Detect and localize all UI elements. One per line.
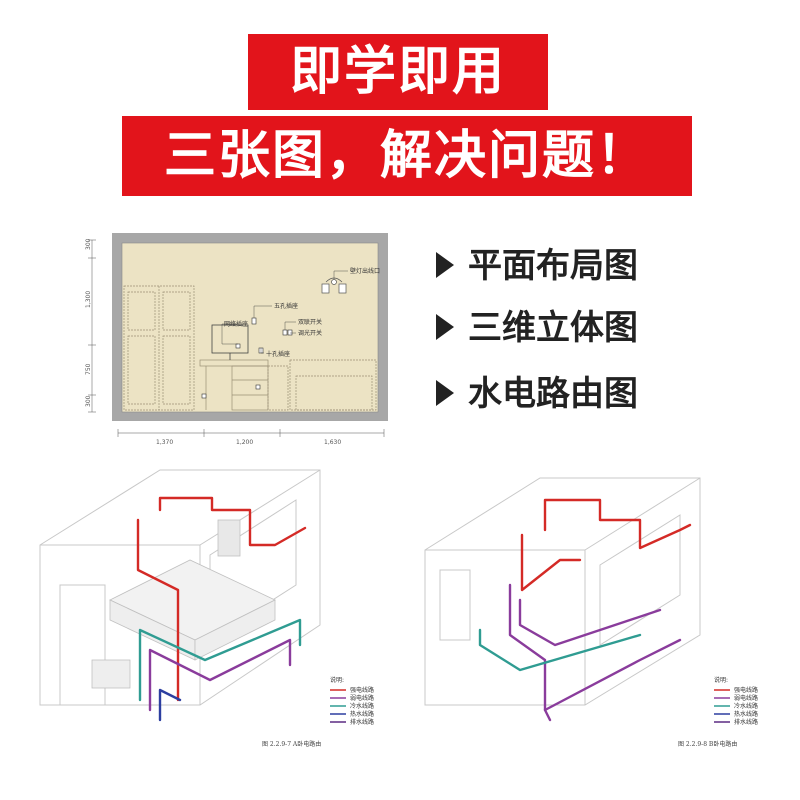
isometric-diagram-a: 说明: 强电线路 弱电线路 冷水线路 热水线路 排水线路 图 2.2.9-7 A… xyxy=(39,469,374,748)
furniture-a xyxy=(91,519,276,689)
route-hot-a xyxy=(148,638,292,712)
vdim-4: 300 xyxy=(85,395,92,407)
route-hot-b xyxy=(508,583,552,722)
route-power-b xyxy=(543,498,692,550)
routing-lines-b xyxy=(478,498,692,722)
bullet-label: 平面布局图 xyxy=(468,246,638,286)
room-outline-b xyxy=(424,477,701,706)
horizontal-dimension xyxy=(117,429,385,437)
title-banner-2: 三张图，解决问题！ xyxy=(122,116,692,196)
hdim-2: 1,200 xyxy=(236,439,253,446)
triangle-right-icon xyxy=(436,313,454,340)
label-ten-hole: 十孔插座 xyxy=(266,350,290,358)
legend-b-title: 说明: xyxy=(714,676,728,684)
legend-b: 说明: 强电线路 弱电线路 冷水线路 热水线路 排水线路 xyxy=(714,676,758,726)
wall-surface xyxy=(121,242,379,413)
triangle-right-icon xyxy=(436,251,454,278)
hdim-1: 1,370 xyxy=(156,439,173,446)
title-banner-1: 即学即用 xyxy=(248,34,548,110)
bullet-label: 水电路由图 xyxy=(468,374,638,414)
ceiling-slab xyxy=(112,233,388,243)
vdim-3: 750 xyxy=(85,363,92,375)
bullet-item-routing: 水电路由图 xyxy=(436,372,638,416)
route-power-a xyxy=(158,496,307,547)
legend-a-item: 弱电线路 xyxy=(350,694,374,702)
bed xyxy=(267,359,377,411)
label-dimmer: 调光开关 xyxy=(298,329,322,337)
route-power-a2 xyxy=(136,518,180,702)
route-drain-a xyxy=(158,688,182,722)
desk xyxy=(199,359,269,411)
triangle-right-icon xyxy=(436,379,454,406)
title-line-1: 即学即用 xyxy=(289,42,506,102)
legend-b-item: 强电线路 xyxy=(734,686,758,694)
route-hot-b3 xyxy=(518,598,662,647)
label-double-switch: 双联开关 xyxy=(298,318,322,326)
legend-a: 说明: 强电线路 弱电线路 冷水线路 热水线路 排水线路 xyxy=(330,676,374,726)
wall-lamp xyxy=(321,277,347,294)
bullet-item-plan: 平面布局图 xyxy=(436,244,638,288)
legend-a-item: 热水线路 xyxy=(350,710,374,718)
routing-lines-a xyxy=(136,496,307,722)
bullet-item-3d: 三维立体图 xyxy=(436,306,638,350)
route-cold-a xyxy=(138,618,302,702)
route-power-b2 xyxy=(520,533,582,592)
title-line-2: 三张图，解决问题！ xyxy=(163,126,650,186)
wardrobe xyxy=(123,285,195,411)
legend-a-item: 强电线路 xyxy=(350,686,374,694)
left-wall xyxy=(112,243,122,412)
hdim-3: 1,630 xyxy=(324,439,341,446)
label-wall-lamp: 壁灯出线口 xyxy=(350,267,380,275)
legend-a-item: 排水线路 xyxy=(350,718,374,726)
legend-b-item: 弱电线路 xyxy=(734,694,758,702)
route-cold-b xyxy=(478,628,642,672)
vdim-1: 300 xyxy=(85,238,92,250)
caption-a: 图 2.2.9-7 A卧电路由 xyxy=(262,740,321,748)
floor-slab xyxy=(112,412,388,421)
leader-lines xyxy=(221,270,348,354)
label-five-hole: 五孔插座 xyxy=(274,302,298,310)
legend-a-title: 说明: xyxy=(330,676,344,684)
elevation-drawing: 壁灯出线口 五孔插座 网络插座 双联开关 调光开关 十孔插座 300 1,300… xyxy=(85,233,388,446)
legend-b-item: 冷水线路 xyxy=(734,702,758,710)
caption-b: 图 2.2.9-8 B卧电路由 xyxy=(678,740,737,748)
route-hot-b2 xyxy=(543,638,682,712)
bullet-label: 三维立体图 xyxy=(468,308,638,348)
isometric-diagram-b: 说明: 强电线路 弱电线路 冷水线路 热水线路 排水线路 图 2.2.9-8 B… xyxy=(424,477,758,748)
legend-a-item: 冷水线路 xyxy=(350,702,374,710)
right-wall xyxy=(378,243,388,412)
legend-b-item: 热水线路 xyxy=(734,710,758,718)
label-network: 网络插座 xyxy=(224,320,248,328)
vdim-2: 1,300 xyxy=(85,291,92,308)
vertical-dimension xyxy=(88,239,96,413)
legend-b-item: 排水线路 xyxy=(734,718,758,726)
